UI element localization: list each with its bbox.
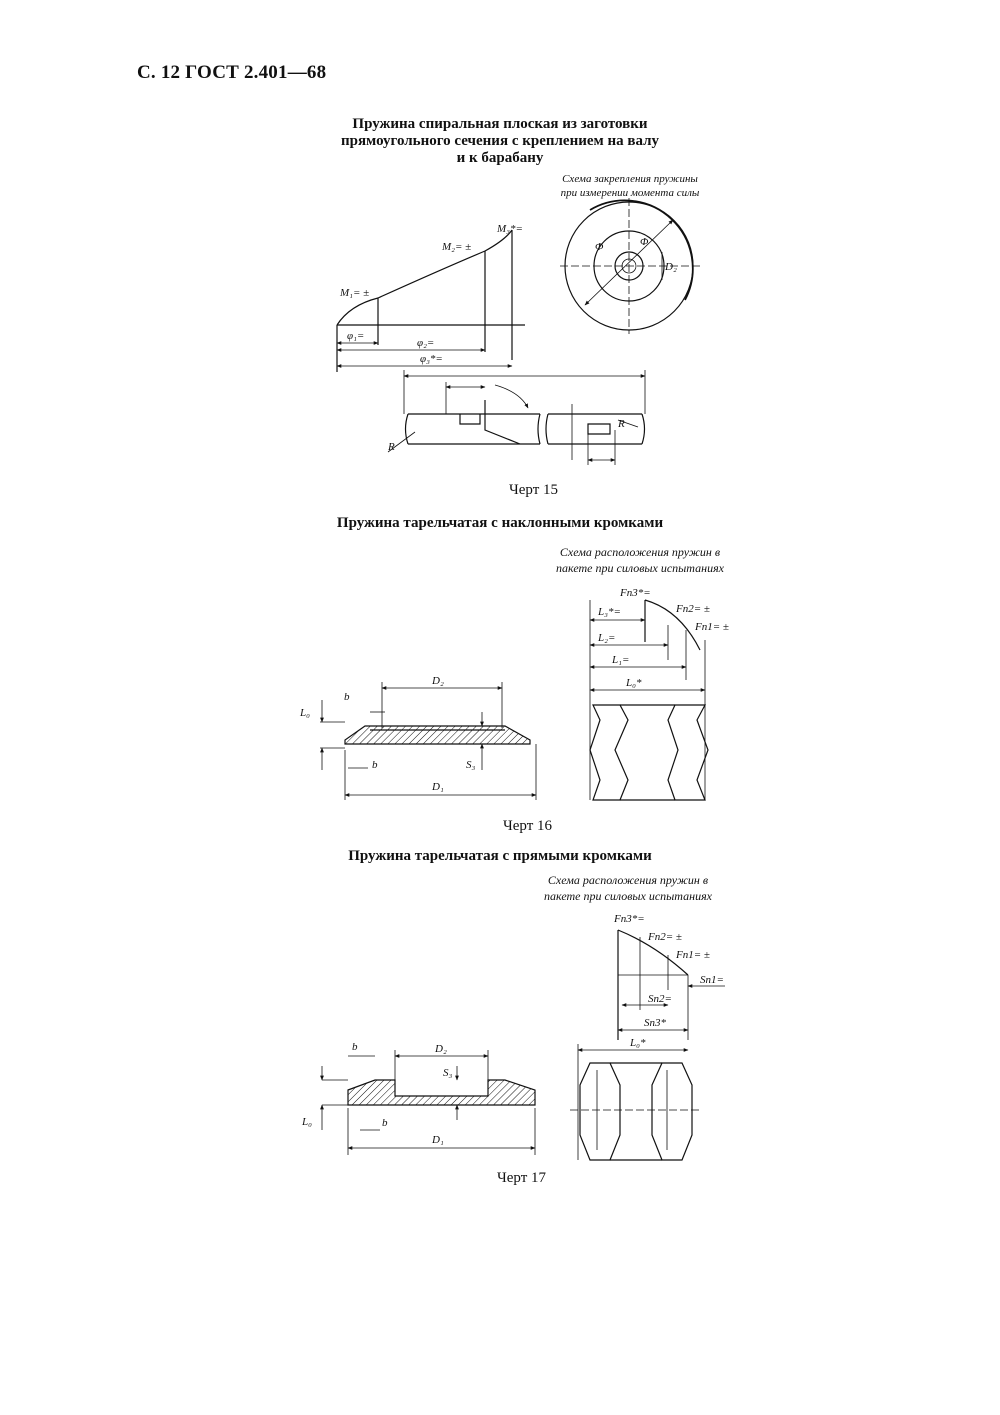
sn2-label: Sn2= — [648, 993, 672, 1005]
fn3-label: Fn3*= — [613, 913, 645, 925]
s3-label: S₃ — [443, 1067, 453, 1079]
fixing-scheme-circle: Φ Φ D₂ — [560, 198, 700, 334]
torque-diagram: M₁= ± M₂= ± M₃*= φ₁= φ₂= φ₃*= — [336, 223, 525, 372]
radius-left-label: R — [387, 441, 395, 453]
fn1-label: Fn1= ± — [694, 621, 729, 633]
s3-label: S₃ — [466, 759, 476, 771]
spring-strip-blank: R R — [387, 370, 646, 465]
sn3-label: Sn3* — [644, 1017, 667, 1029]
section-title-disc-spring-straight: Пружина тарельчатая с прямыми кромками — [40, 848, 960, 865]
arrangement-scheme-note: Схема расположения пружин в пакете при с… — [508, 872, 748, 904]
note-line: Схема расположения пружин в — [559, 545, 721, 559]
phi2-label: φ₂= — [417, 337, 434, 349]
d2-label: D₂ — [431, 675, 444, 687]
fn2-label: Fn2= ± — [675, 603, 710, 615]
l0-label: L₀ — [299, 707, 310, 719]
fn3-label: Fn3*= — [619, 587, 651, 599]
note-line: пакете при силовых испытаниях — [556, 561, 724, 575]
l0-label: L₀ — [301, 1116, 312, 1128]
l2-label: L₂= — [597, 632, 615, 644]
note-line: Схема закрепления пружины — [562, 173, 698, 185]
l1-label: L₁= — [611, 654, 629, 666]
l0-total-label: L₀* — [629, 1037, 646, 1049]
l3-label: L₃*= — [597, 606, 621, 618]
b-bottom-label: b — [372, 759, 378, 771]
title-line: и к барабану — [456, 150, 544, 166]
b-top-label: b — [344, 691, 350, 703]
b-bottom-label: b — [382, 1117, 388, 1129]
fn2-label: Fn2= ± — [647, 931, 682, 943]
phi1-label: φ₁= — [347, 330, 364, 342]
disc-spring-inclined-section: D₂ D₁ b b L₀ S₃ — [299, 675, 537, 800]
page-header: С. 12 ГОСТ 2.401—68 — [137, 62, 327, 83]
figure-caption-15: Черт 15 — [509, 482, 559, 498]
disc-spring-straight-section: b D₂ b D₁ S₃ L₀ — [301, 1041, 536, 1155]
title-line: Пружина спиральная плоская из заготовки — [352, 116, 648, 132]
l0-total-label: L₀* — [625, 677, 642, 689]
figure-caption-17: Черт 17 — [497, 1170, 547, 1186]
b-top-label: b — [352, 1041, 358, 1053]
sn1-label: Sn1= — [700, 974, 724, 986]
note-line: Схема расположения пружин в — [547, 873, 709, 887]
note-line: при измерении момента силы — [560, 187, 700, 199]
m3-label: M₃*= — [496, 223, 523, 235]
disc-spring-inclined-pack: Fn3*= Fn2= ± Fn1= ± L₃*= L₂= L₁= L₀* — [589, 587, 729, 801]
arrangement-scheme-note: Схема расположения пружин в пакете при с… — [520, 544, 760, 576]
m2-label: M₂= ± — [441, 241, 471, 253]
section-title-disc-spring-inclined: Пружина тарельчатая с наклонными кромкам… — [40, 515, 960, 532]
diameter-right-label: Φ — [640, 236, 649, 248]
title-line: Пружина тарельчатая с наклонными кромкам… — [336, 515, 664, 531]
fn1-label: Fn1= ± — [675, 949, 710, 961]
d2-label: D₂ — [434, 1043, 447, 1055]
d1-label: D₁ — [431, 781, 444, 793]
phi3-label: φ₃*= — [420, 353, 443, 365]
fixing-scheme-note: Схема закрепления пружины при измерении … — [540, 172, 720, 200]
section-title-spiral-spring: Пружина спиральная плоская из заготовки … — [40, 116, 960, 167]
note-line: пакете при силовых испытаниях — [544, 889, 712, 903]
figure-caption-16: Черт 16 — [503, 818, 553, 834]
d1-label: D₁ — [431, 1134, 444, 1146]
disc-spring-straight-pack: Fn3*= Fn2= ± Fn1= ± Sn1= Sn2= Sn3* L₀* — [570, 913, 725, 1161]
title-line: прямоугольного сечения с креплением на в… — [340, 133, 660, 149]
m1-label: M₁= ± — [339, 287, 369, 299]
d2-label: D₂ — [664, 261, 677, 273]
diameter-left-label: Φ — [595, 241, 604, 253]
radius-right-label: R — [617, 418, 625, 430]
title-line: Пружина тарельчатая с прямыми кромками — [348, 848, 652, 864]
